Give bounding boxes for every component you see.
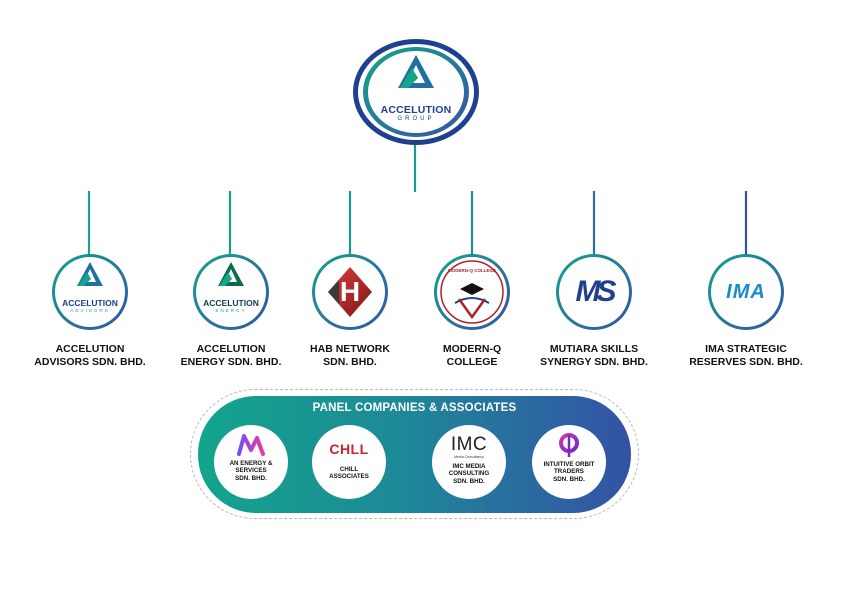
root-logo: ACCELUTION GROUP	[352, 38, 480, 148]
panel-label-intuitive-orbit: INTUITIVE ORBIT TRADERS SDN. BHD.	[543, 461, 595, 483]
panel-label-chill: CHILL ASSOCIATES	[329, 466, 369, 481]
energy-logo-main: ACCELUTION	[203, 298, 259, 308]
subsidiary-mutiara-skills: MS	[555, 253, 633, 331]
panel-dashed-border	[190, 389, 639, 519]
subsidiary-accelution-advisors: ACCELUTION ADVISORS	[51, 253, 129, 331]
advisors-logo-sub: ADVISORS	[70, 308, 110, 313]
mutiara-skills-logo	[556, 254, 632, 330]
root-brand-text: ACCELUTION	[380, 104, 452, 116]
subsidiary-hab-network: H	[311, 253, 389, 331]
hab-logo-letter: H	[339, 276, 361, 307]
imc-logo-text: IMC	[450, 434, 488, 455]
panel-title: PANEL COMPANIES & ASSOCIATES	[312, 402, 517, 414]
advisors-logo-main: ACCELUTION	[62, 298, 118, 308]
mutiara-logo-text: MS	[575, 275, 617, 308]
panel-label-an-energy: AN ENERGY & SERVICES SDN. BHD.	[229, 460, 273, 482]
accelution-energy-logo	[193, 254, 269, 330]
label-accelution-energy: ACCELUTION ENERGY SDN. BHD.	[180, 343, 282, 368]
accelution-advisors-logo	[52, 254, 128, 330]
panel-member-imc	[432, 425, 506, 499]
panel-member-an-energy	[214, 425, 288, 499]
hab-network-logo	[312, 254, 388, 330]
subsidiary-ima: IMA	[707, 253, 785, 331]
subsidiary-accelution-energy: ACCELUTION ENERGY	[192, 253, 270, 331]
energy-logo-sub: ENERGY	[215, 308, 247, 313]
ima-logo	[708, 254, 784, 330]
label-modern-q: MODERN-Q COLLEGE	[442, 343, 502, 368]
label-ima: IMA STRATEGIC RESERVES SDN. BHD.	[689, 343, 803, 368]
accelution-group-logo	[353, 39, 479, 145]
imc-logo-sub: Media Consultancy	[454, 455, 484, 459]
panel-label-imc: IMC MEDIA CONSULTING SDN. BHD.	[448, 463, 490, 485]
root-sub-text: GROUP	[397, 116, 435, 122]
label-hab-network: HAB NETWORK SDN. BHD.	[310, 343, 390, 368]
panel-member-chill	[312, 425, 386, 499]
an-energy-logo-icon	[237, 434, 265, 456]
label-mutiara-skills: MUTIARA SKILLS SYNERGY SDN. BHD.	[540, 343, 648, 368]
chill-logo-text: CHLL	[329, 441, 369, 457]
modern-q-logo-text: MODERN-Q COLLEGE	[448, 268, 496, 273]
subsidiary-modern-q: MODERN-Q COLLEGE	[433, 253, 511, 331]
label-accelution-advisors: ACCELUTION ADVISORS SDN. BHD.	[34, 343, 146, 368]
intuitive-orbit-logo-icon	[559, 433, 579, 457]
modern-q-logo	[434, 254, 510, 330]
ima-logo-text: IMA	[726, 281, 766, 303]
